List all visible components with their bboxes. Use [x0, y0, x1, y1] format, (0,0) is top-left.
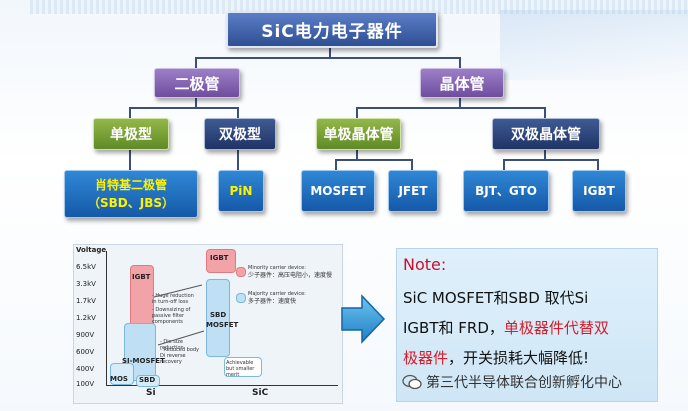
leaf-jfet: JFET [388, 170, 438, 212]
node-bipolar: 双极型 [204, 118, 276, 150]
sic-mosfet-label: MOSFET [206, 321, 239, 329]
sic-sbd-mosfet-bar [206, 279, 230, 357]
leaf-bjt-gto: BJT、GTO [463, 170, 549, 212]
watermark-text: 第三代半导体联合创新孵化中心 [426, 375, 622, 391]
y-axis-title: Voltage [76, 246, 107, 254]
watermark: 第三代半导体联合创新孵化中心 [402, 372, 622, 392]
figure-arrows [153, 284, 205, 346]
tree-connectors [129, 45, 599, 170]
decorative-gloss [500, 10, 688, 80]
si-sj-label: SJ-MOSFET [122, 357, 165, 365]
note-line-3-plain: ，开关损耗大幅降低! [448, 349, 590, 367]
legend-minority-swatch [236, 267, 246, 277]
node-unipolar-transistor: 单极晶体管 [316, 118, 401, 150]
sic-sbd-label: SBD [210, 311, 227, 319]
note-panel: Note: SiC MOSFET和SBD 取代Si IGBT和 FRD，单极器件… [396, 248, 658, 402]
si-mos-label: MOS [110, 375, 128, 383]
si-mos-bar [110, 363, 134, 385]
leaf-igbt-label: IGBT [583, 184, 615, 198]
note-body-diode: - Reduced body Di reverse recovery [160, 347, 200, 365]
y-tick: 400V [76, 365, 95, 373]
leaf-igbt: IGBT [572, 170, 626, 212]
note-line-1: SiC MOSFET和SBD 取代Si [403, 289, 589, 307]
node-unipolar-label: 单极型 [110, 127, 152, 143]
legend-majority-swatch [236, 293, 246, 303]
leaf-schottky-line1: 肖特基二极管 [94, 178, 167, 192]
sic-igbt-label: IGBT [210, 254, 229, 262]
sic-achievable-note: Achievable but smaller merit [226, 360, 255, 378]
note-turnoff-loss: - Huge reduction in turn-off loss [152, 293, 194, 305]
note-die-size: - Die size reduction [160, 339, 184, 351]
right-arrow-icon [341, 294, 386, 344]
legend-minority-text: Minority carrier device: [248, 265, 306, 271]
leaf-mosfet-label: MOSFET [310, 184, 366, 198]
leaf-bjt-gto-label: BJT、GTO [475, 184, 537, 198]
x-label-sic: SiC [252, 388, 269, 398]
legend-majority-text: Majority carrier device: [248, 291, 306, 297]
note-title: Note: [403, 255, 447, 274]
leaf-mosfet: MOSFET [301, 170, 375, 212]
legend-minority-cn: 少子器件：高压电阻小，速度慢 [248, 272, 333, 279]
leaf-pin-label: PiN [229, 184, 253, 198]
leaf-jfet-label: JFET [398, 184, 428, 198]
note-line-3-red: 极器件 [403, 349, 449, 367]
node-transistor: 晶体管 [420, 68, 504, 98]
note-line-2-red: 单极器件代替双 [503, 319, 609, 337]
si-sbd-label: SBD [139, 376, 156, 384]
node-bipolar-transistor-label: 双极晶体管 [511, 127, 581, 143]
x-label-si: Si [146, 388, 156, 398]
y-tick: 6.5kV [76, 263, 96, 271]
leaf-schottky-diode: 肖特基二极管 （SBD、JBS） [64, 170, 198, 218]
y-axis [106, 251, 107, 385]
note-passive-filter: - Downsizing of passive filter component… [152, 307, 191, 325]
y-tick: 900V [76, 331, 95, 339]
leaf-pin: PiN [218, 170, 264, 212]
node-diode-label: 二极管 [174, 74, 220, 93]
sic-achievable-box [224, 357, 262, 377]
wechat-icon [402, 374, 422, 390]
node-bipolar-transistor: 双极晶体管 [492, 118, 600, 150]
node-unipolar-transistor-label: 单极晶体管 [323, 127, 394, 143]
root-label: SiC电力电子器件 [261, 22, 403, 42]
x-axis [106, 385, 338, 386]
note-line-2: IGBT和 FRD，单极器件代替双 [403, 313, 653, 343]
node-unipolar: 单极型 [93, 118, 169, 150]
sic-igbt-bar [206, 249, 236, 273]
voltage-comparison-figure: Voltage 6.5kV 3.3kV 1.7kV 1.2kV 900V 600… [73, 244, 343, 404]
decorative-top-strip [30, 0, 688, 14]
y-tick: 600V [76, 348, 95, 356]
root-node-sic-power-devices: SiC电力电子器件 [226, 11, 438, 48]
y-tick: 1.2kV [76, 314, 96, 322]
leaf-schottky-line2: （SBD、JBS） [87, 196, 174, 210]
node-bipolar-label: 双极型 [219, 127, 261, 143]
y-tick: 100V [76, 380, 95, 388]
note-line-2-plain: IGBT和 FRD， [403, 319, 504, 337]
si-sbd-bar [136, 375, 160, 387]
legend-majority-cn: 多子器件：速度快 [248, 298, 297, 305]
note-body: SiC MOSFET和SBD 取代Si IGBT和 FRD，单极器件代替双 极器… [403, 283, 653, 373]
si-igbt-label: IGBT [132, 273, 151, 281]
y-tick: 1.7kV [76, 297, 96, 305]
note-line-3: 极器件，开关损耗大幅降低! [403, 343, 653, 373]
node-diode: 二极管 [154, 68, 240, 98]
node-transistor-label: 晶体管 [439, 74, 485, 93]
y-tick: 3.3kV [76, 280, 96, 288]
